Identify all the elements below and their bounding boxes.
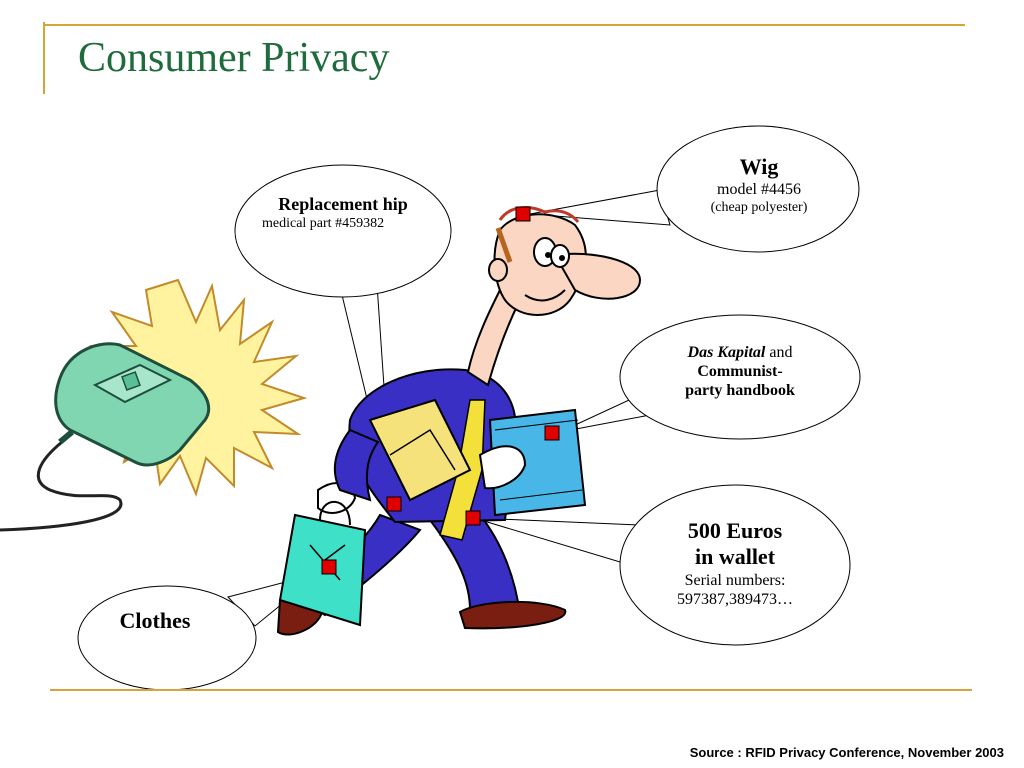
books-line2: Communist-: [697, 363, 783, 381]
slide-title: Consumer Privacy: [78, 35, 390, 81]
hip-label-group: Replacement hip medical part #459382: [250, 194, 436, 232]
books-line3: party handbook: [685, 382, 795, 400]
rfid-tag-icon-hip: [386, 496, 402, 512]
euros-label-group: 500 Euros in wallet Serial numbers: 5973…: [650, 518, 820, 609]
wig-title: Wig: [739, 154, 779, 179]
euros-title-1: 500 Euros: [687, 518, 783, 543]
books-title: Das Kapital: [687, 344, 766, 361]
clothes-label-group: Clothes: [100, 608, 210, 634]
man-figure: [276, 206, 642, 636]
hip-title: Replacement hip: [278, 194, 408, 214]
top-rule: [43, 24, 965, 26]
euros-serial-label: Serial numbers:: [684, 571, 786, 589]
bubble-books: [559, 314, 861, 440]
rfid-tag-icon-wig: [515, 206, 531, 222]
rfid-tag-icon-clothes: [321, 559, 337, 575]
source-citation: Source : RFID Privacy Conference, Novemb…: [689, 745, 1004, 760]
bottom-rule: [50, 689, 972, 691]
euros-serial-numbers: 597387,389473…: [677, 590, 793, 608]
bubble-euros: [473, 484, 851, 646]
scanner-device-icon: [0, 342, 211, 532]
bubble-wig: [529, 125, 860, 253]
books-and: and: [765, 344, 793, 361]
rfid-tag-icon-books: [544, 425, 560, 441]
books-label-group: Das Kapital and Communist- party handboo…: [640, 343, 840, 401]
euros-title-2: in wallet: [694, 544, 776, 570]
wig-label-group: Wig model #4456 (cheap polyester): [675, 154, 843, 216]
wig-model: model #4456: [717, 181, 801, 199]
rfid-tag-icon-wallet: [465, 510, 481, 526]
hip-part: medical part #459382: [262, 215, 385, 231]
wig-material: (cheap polyester): [710, 199, 808, 215]
clothes-title: Clothes: [119, 608, 191, 633]
title-accent-rule: [43, 22, 45, 94]
